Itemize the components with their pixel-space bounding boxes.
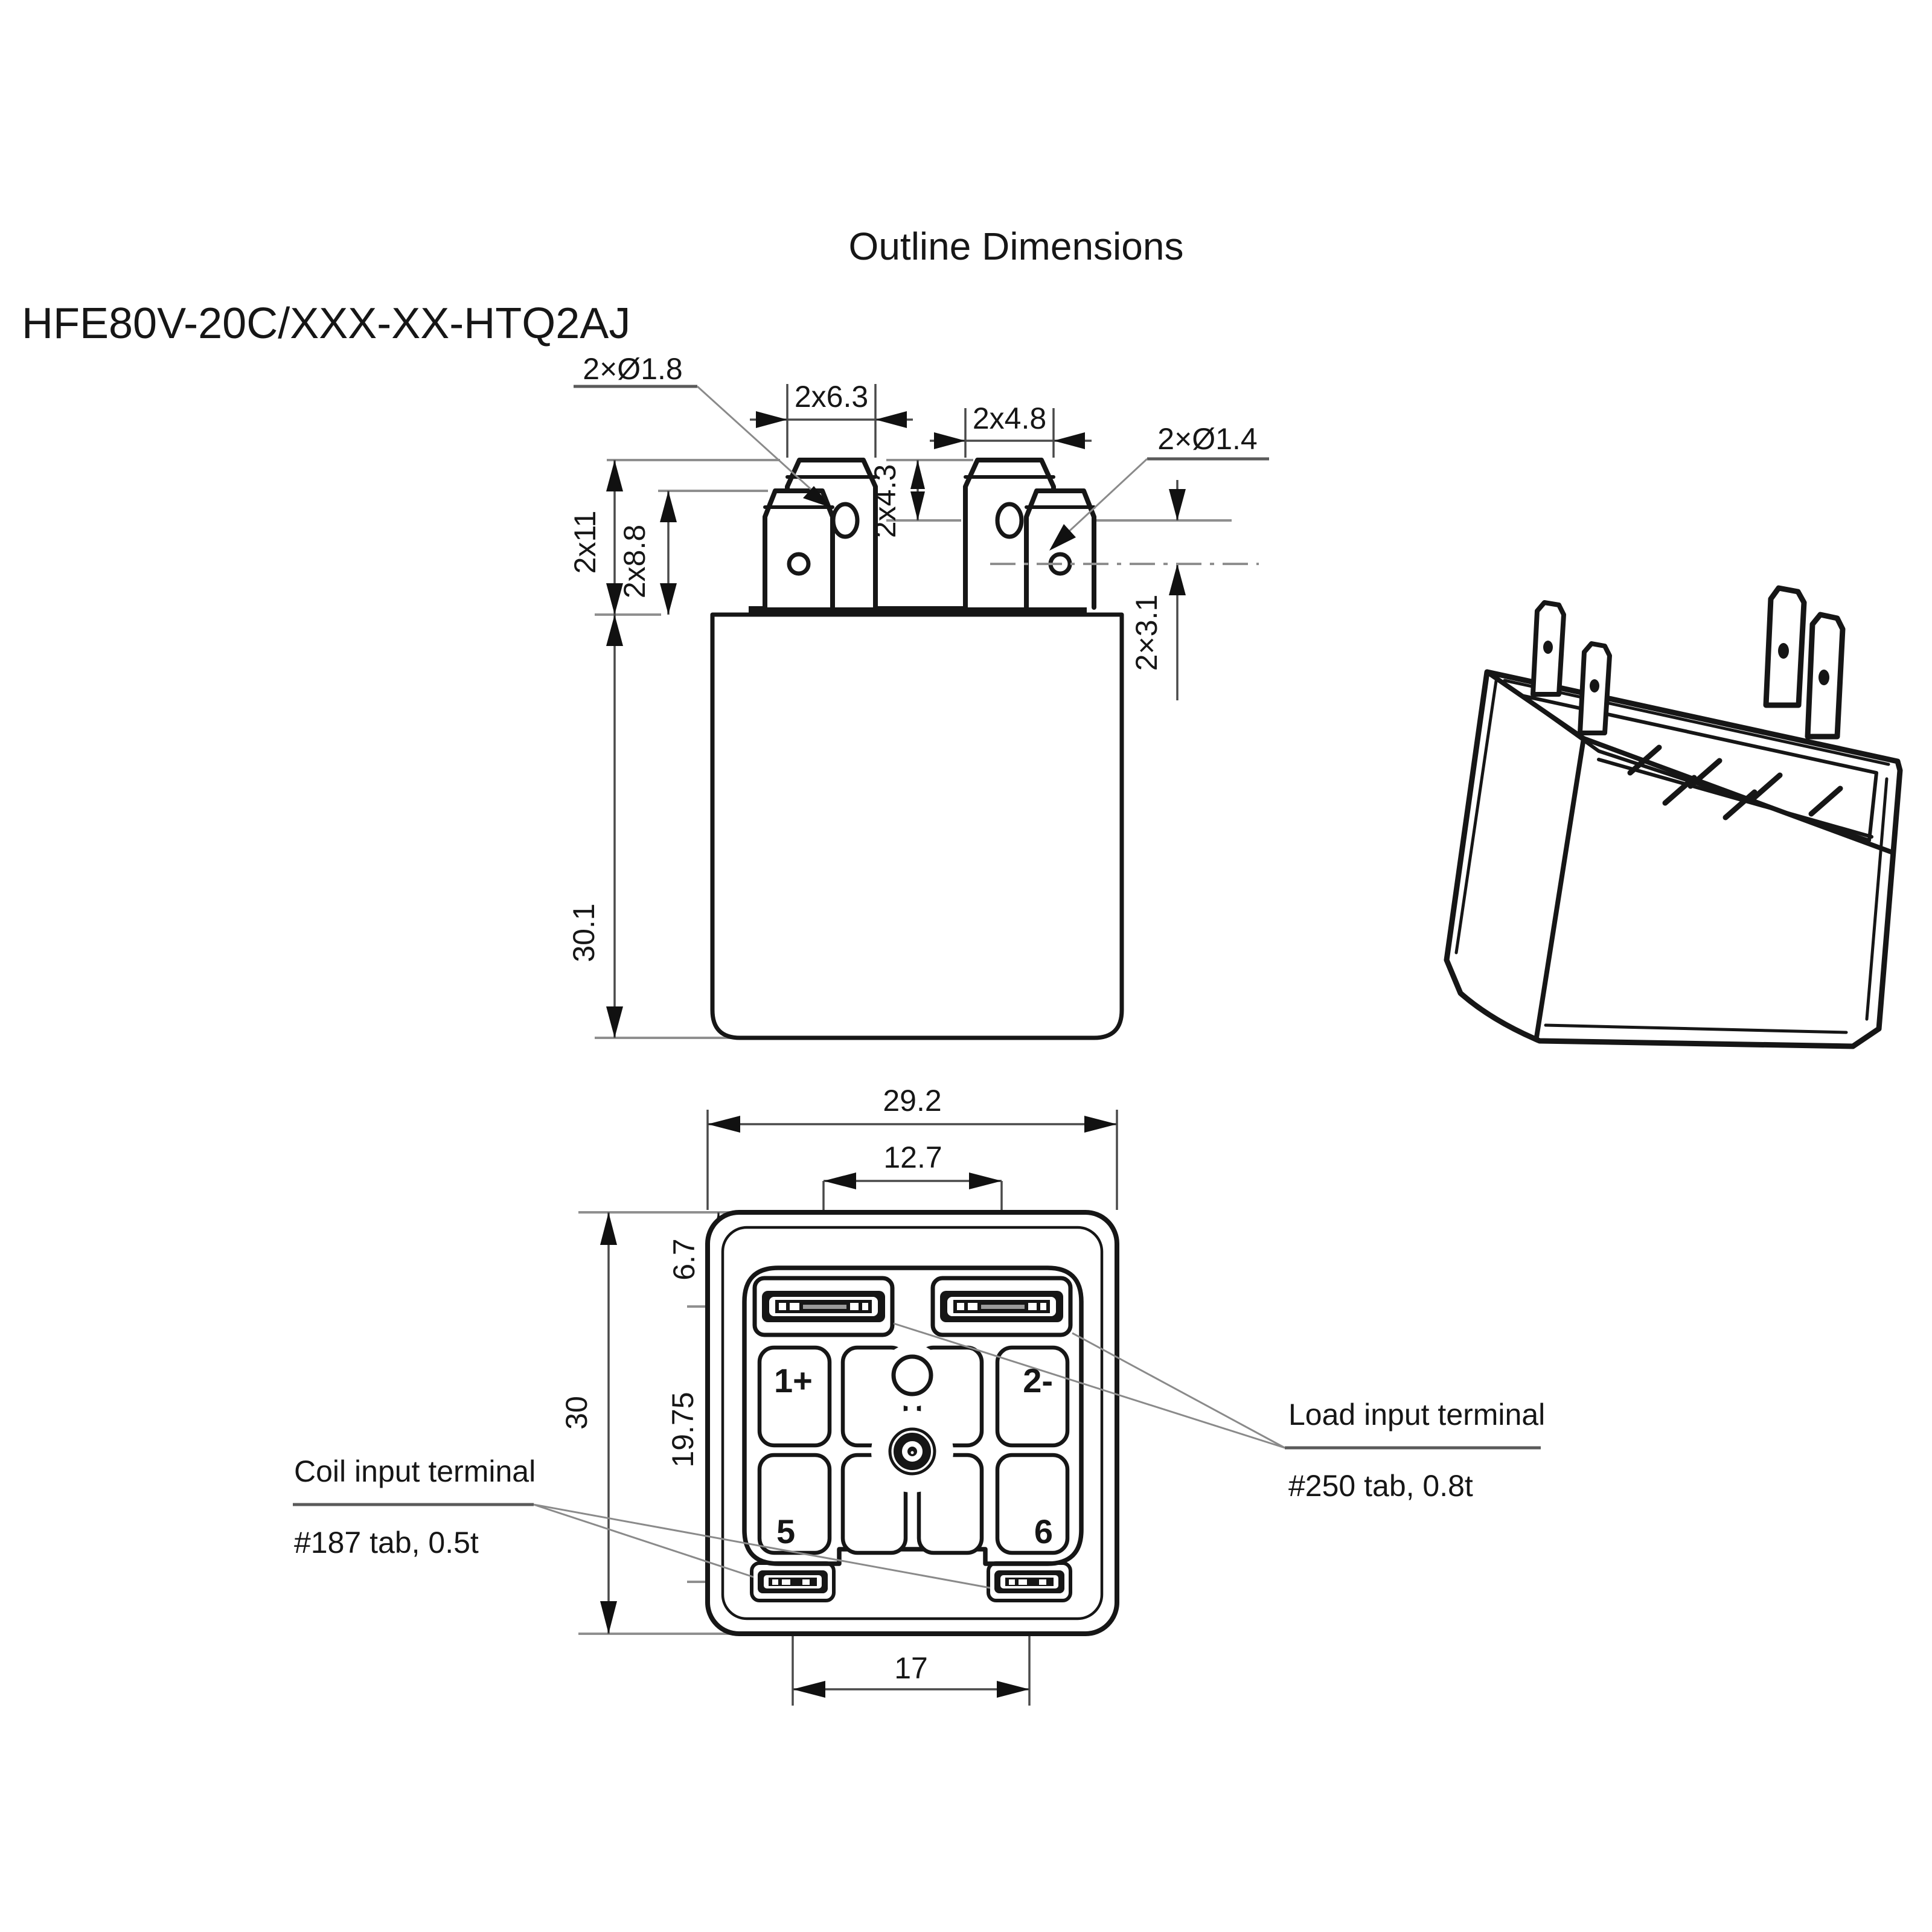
iso-body (1444, 669, 1903, 1049)
cell-load-pos (757, 1345, 832, 1448)
dim-hole-load: 2×Ø1.8 (583, 352, 682, 386)
center-features (871, 1344, 953, 1492)
relay-body-front (710, 612, 1124, 1040)
terminal-label-coil-b: 6 (1034, 1512, 1053, 1550)
front-extension-lines (595, 384, 1232, 1039)
dim-load-height: 2x11 (568, 511, 602, 574)
front-dim-coil-height (660, 491, 677, 615)
relay-body-bottom-inner (721, 1226, 1104, 1620)
front-dim-hole-offset (910, 460, 925, 520)
load-slot-right (930, 1276, 1073, 1337)
recess-outline (742, 1265, 1084, 1566)
load-slot-left (752, 1276, 895, 1337)
front-leader-hole-coil (1049, 457, 1269, 551)
front-dim-hole-gap (1169, 480, 1186, 700)
dim-coil-to-load: 19.75 (666, 1392, 700, 1467)
dim-coil-width: 2x4.8 (973, 401, 1046, 435)
dim-hole-gap: 2×3.1 (1130, 595, 1163, 671)
dim-body-width: 29.2 (883, 1084, 941, 1118)
dim-load-pitch: 12.7 (883, 1140, 942, 1174)
front-dim-load-width (750, 411, 913, 428)
front-dim-body-height (606, 615, 623, 1038)
cell-load-neg (995, 1345, 1070, 1448)
coil-terminal-blade-right (1024, 488, 1096, 610)
terminal-label-load-neg: 2- (1023, 1361, 1053, 1399)
terminal-label-coil-a: 5 (776, 1512, 795, 1550)
coil-note-spec: #187 tab, 0.5t (294, 1526, 479, 1559)
dim-body-height: 30.1 (567, 903, 601, 962)
front-leader-hole-load (574, 385, 831, 508)
dim-coil-height: 2x8.8 (618, 525, 651, 598)
coil-note-title: Coil input terminal (294, 1454, 536, 1488)
iso-coil-blade-1 (1531, 600, 1566, 697)
isometric-view (1444, 585, 1903, 1049)
load-note-title: Load input terminal (1288, 1398, 1545, 1431)
bottom-dim-body-width (708, 1116, 1117, 1133)
pilot-hole-ring (891, 1354, 933, 1396)
coil-slot-left (750, 1561, 836, 1602)
bottom-dim-body-depth (600, 1212, 617, 1634)
terminal-base-bar (749, 606, 1087, 616)
cell-coil-b (995, 1453, 1070, 1555)
coil-terminal-blade-left (763, 488, 835, 610)
load-note-leaders (893, 1322, 1541, 1450)
dim-hole-load-offset: 2x4.3 (868, 464, 902, 538)
front-view: 2×Ø1.8 2x6.3 2x4.8 2×Ø1.4 2x4.3 2x11 2x8… (567, 352, 1269, 1040)
load-note-spec: #250 tab, 0.8t (1288, 1469, 1473, 1503)
iso-top-face-detail (1520, 694, 1878, 842)
part-number: HFE80V-20C/XXX-XX-HTQ2AJ (22, 299, 630, 348)
coil-note-leaders (293, 1503, 991, 1589)
page-title: Outline Dimensions (849, 225, 1184, 268)
dim-body-depth: 30 (560, 1396, 593, 1430)
dim-hole-coil: 2×Ø1.4 (1157, 422, 1257, 456)
coil-slot-right (987, 1561, 1072, 1602)
dim-load-offset: 6.7 (667, 1238, 701, 1281)
iso-load-blade-1 (1763, 585, 1807, 708)
iso-coil-blade-2 (1578, 641, 1612, 735)
center-rivet (888, 1427, 936, 1476)
iso-load-blade-2 (1805, 612, 1846, 740)
front-dim-coil-width (930, 432, 1092, 449)
terminal-label-load-pos: 1+ (774, 1361, 813, 1399)
front-dim-load-height (606, 460, 623, 615)
dim-load-width: 2x6.3 (795, 380, 868, 414)
dim-coil-pitch: 17 (894, 1651, 928, 1685)
bottom-view: 29.2 12.7 30 6.7 19.75 17 1+ 2- 5 6 Coil… (293, 1084, 1545, 1706)
